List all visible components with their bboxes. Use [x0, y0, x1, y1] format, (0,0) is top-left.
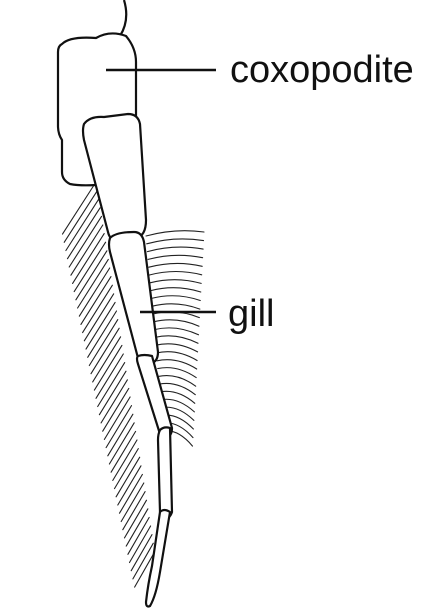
gill-filament — [115, 449, 139, 489]
gill-filament — [68, 208, 101, 259]
gill-filament — [125, 500, 147, 538]
gill-filament — [73, 234, 105, 284]
gill-filament — [146, 231, 204, 236]
gill-filament — [156, 344, 198, 352]
gill-filament — [74, 242, 105, 291]
gill-filament — [128, 517, 149, 554]
gill-filament — [64, 191, 97, 243]
gill-label: gill — [228, 293, 274, 335]
gill-filament — [76, 251, 107, 300]
gill-filament — [154, 320, 199, 326]
gill-filament — [152, 296, 201, 301]
dactyl-segment — [146, 510, 170, 607]
gill-filament — [109, 423, 134, 464]
gill-filament — [94, 345, 122, 390]
gill-filament — [116, 457, 140, 497]
gill-filament — [113, 440, 137, 480]
gill-filament — [99, 371, 126, 415]
gill-filament — [152, 304, 200, 309]
gill-filament — [155, 336, 198, 343]
gill-filament — [149, 271, 201, 275]
gill-filament — [123, 492, 145, 530]
gill-filament — [103, 388, 129, 431]
gill-filament — [66, 199, 99, 250]
gill-filament — [131, 535, 152, 571]
gill-filament — [126, 509, 148, 546]
gill-filament — [154, 328, 198, 335]
gill-filament — [147, 239, 204, 244]
carpus-segment — [158, 427, 172, 518]
gill-filament — [96, 354, 123, 398]
gill-filament — [63, 182, 97, 234]
gill-filament — [111, 431, 136, 472]
gill-filament — [156, 352, 197, 361]
gill-filament — [147, 247, 203, 252]
body-stub-outline — [120, 0, 126, 36]
gill-filament — [79, 268, 109, 316]
gill-filament — [104, 397, 130, 439]
gill-filament — [106, 406, 131, 448]
gill-filament — [148, 255, 203, 259]
coxopodite-label: coxopodite — [230, 49, 414, 91]
gill-filament — [151, 288, 201, 292]
gill-filament — [78, 259, 109, 308]
gill-filament — [118, 466, 141, 505]
gill-filament — [130, 526, 151, 563]
gill-filament — [150, 280, 201, 284]
gill-filament — [101, 380, 127, 423]
ischium-segment — [109, 232, 158, 365]
gill-filament — [98, 363, 125, 407]
gill-filament — [149, 263, 202, 267]
gill-filament — [69, 216, 101, 267]
gill-filament — [71, 225, 103, 275]
gill-filament — [108, 414, 133, 456]
gill-filament — [121, 483, 144, 522]
gill-filament — [120, 474, 143, 513]
